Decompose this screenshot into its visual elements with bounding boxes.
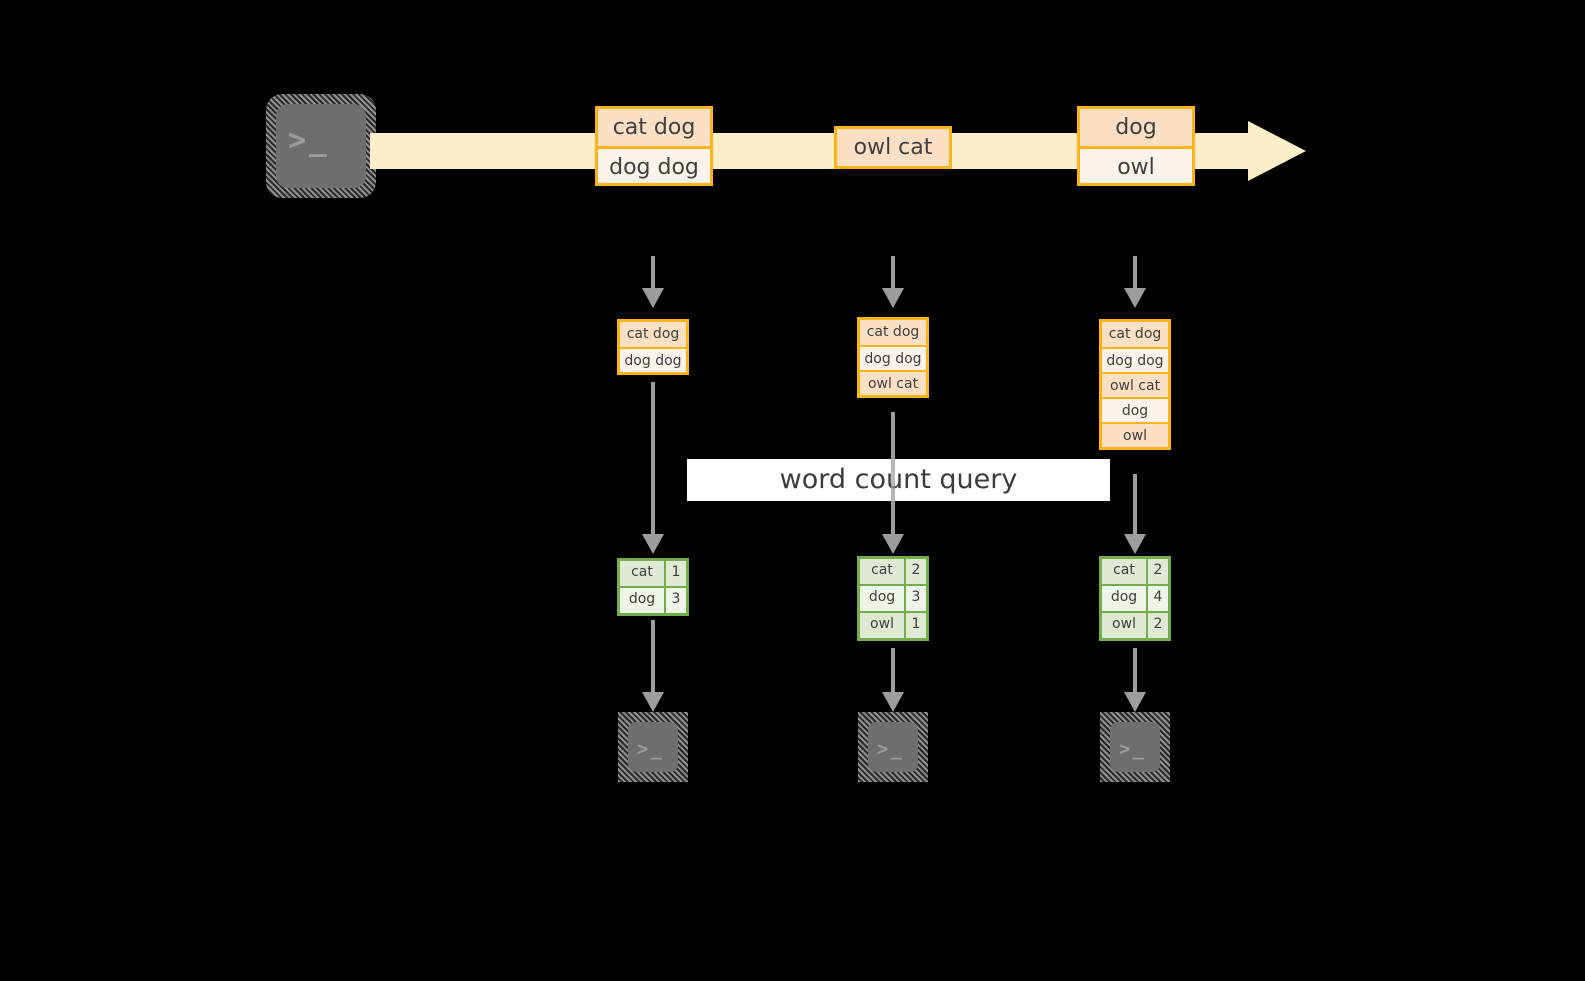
stream-record-2: owl cat [834,126,952,169]
stream-record-line: dog [1080,109,1192,146]
snapshot-row: owl cat [860,370,926,395]
result-row: dog 4 [1102,584,1168,611]
terminal-prompt-glyph: >_ [877,738,904,760]
result-row: cat 1 [620,561,686,586]
terminal-prompt-glyph: >_ [288,123,331,158]
result-to-sink-connector-3 [1133,648,1137,696]
result-word: cat [871,562,893,578]
result-table-1: cat 1 dog 3 [617,558,689,616]
terminal-screen: >_ [276,104,366,188]
snapshot-row: owl cat [1102,372,1168,397]
query-label: word count query [779,464,1018,495]
result-word: owl [870,616,894,632]
result-word: dog [868,589,896,605]
result-word: dog [628,591,656,607]
snapshot-to-result-arrow-head-3 [1124,534,1146,554]
result-count: 2 [1146,559,1168,584]
result-word: owl [1112,616,1136,632]
result-word: dog [1110,589,1138,605]
terminal-screen: >_ [868,722,918,772]
stream-to-snapshot-arrow-head-1 [642,288,664,308]
result-to-sink-connector-1 [651,620,655,695]
snapshot-table-3: cat dog dog dog owl cat dog owl [1099,319,1171,450]
result-count: 1 [664,561,686,586]
stream-to-snapshot-connector-3 [1133,256,1137,290]
snapshot-row: owl [1102,422,1168,447]
snapshot-table-2: cat dog dog dog owl cat [857,317,929,398]
result-to-sink-arrow-head-3 [1124,692,1146,712]
stream-to-snapshot-arrow-head-2 [882,288,904,308]
source-terminal-icon: >_ [266,94,376,198]
result-row: cat 2 [1102,559,1168,584]
result-count: 2 [1146,613,1168,638]
stream-record-line: cat dog [598,109,710,146]
result-table-3: cat 2 dog 4 owl 2 [1099,556,1171,641]
snapshot-to-result-connector-3 [1133,474,1137,537]
stream-record-line: dog dog [598,146,710,183]
stream-record-3: dog owl [1077,106,1195,186]
snapshot-to-result-connector-2-overlay [891,459,895,501]
snapshot-row: dog dog [860,345,926,370]
result-table-2: cat 2 dog 3 owl 1 [857,556,929,641]
result-count: 4 [1146,586,1168,611]
result-to-sink-arrow-head-2 [882,692,904,712]
sink-terminal-icon-2: >_ [858,712,928,782]
result-count: 3 [664,588,686,613]
terminal-screen: >_ [628,722,678,772]
stream-to-snapshot-connector-1 [651,256,655,290]
result-word: cat [631,564,653,580]
result-to-sink-connector-2 [891,648,895,696]
result-row: owl 2 [1102,611,1168,638]
snapshot-to-result-arrow-head-1 [642,534,664,554]
result-row: cat 2 [860,559,926,584]
snapshot-table-1: cat dog dog dog [617,319,689,375]
sink-terminal-icon-3: >_ [1100,712,1170,782]
stream-record-1: cat dog dog dog [595,106,713,186]
snapshot-row: cat dog [620,322,686,347]
result-row: dog 3 [860,584,926,611]
stream-to-snapshot-connector-2 [891,256,895,290]
terminal-prompt-glyph: >_ [1119,738,1146,760]
snapshot-to-result-connector-1 [651,382,655,537]
result-count: 2 [904,559,926,584]
stream-to-snapshot-arrow-head-3 [1124,288,1146,308]
snapshot-row: dog dog [620,347,686,372]
stream-arrow-head-icon [1248,121,1306,181]
query-label-band: word count query [687,459,1110,501]
sink-terminal-icon-1: >_ [618,712,688,782]
snapshot-row: dog [1102,397,1168,422]
stream-record-line: owl cat [837,129,949,166]
terminal-screen: >_ [1110,722,1160,772]
snapshot-row: dog dog [1102,347,1168,372]
result-row: dog 3 [620,586,686,613]
snapshot-row: cat dog [860,320,926,345]
terminal-prompt-glyph: >_ [637,738,664,760]
result-row: owl 1 [860,611,926,638]
stream-record-line: owl [1080,146,1192,183]
result-word: cat [1113,562,1135,578]
result-count: 3 [904,586,926,611]
result-count: 1 [904,613,926,638]
snapshot-row: cat dog [1102,322,1168,347]
result-to-sink-arrow-head-1 [642,692,664,712]
snapshot-to-result-arrow-head-2 [882,534,904,554]
